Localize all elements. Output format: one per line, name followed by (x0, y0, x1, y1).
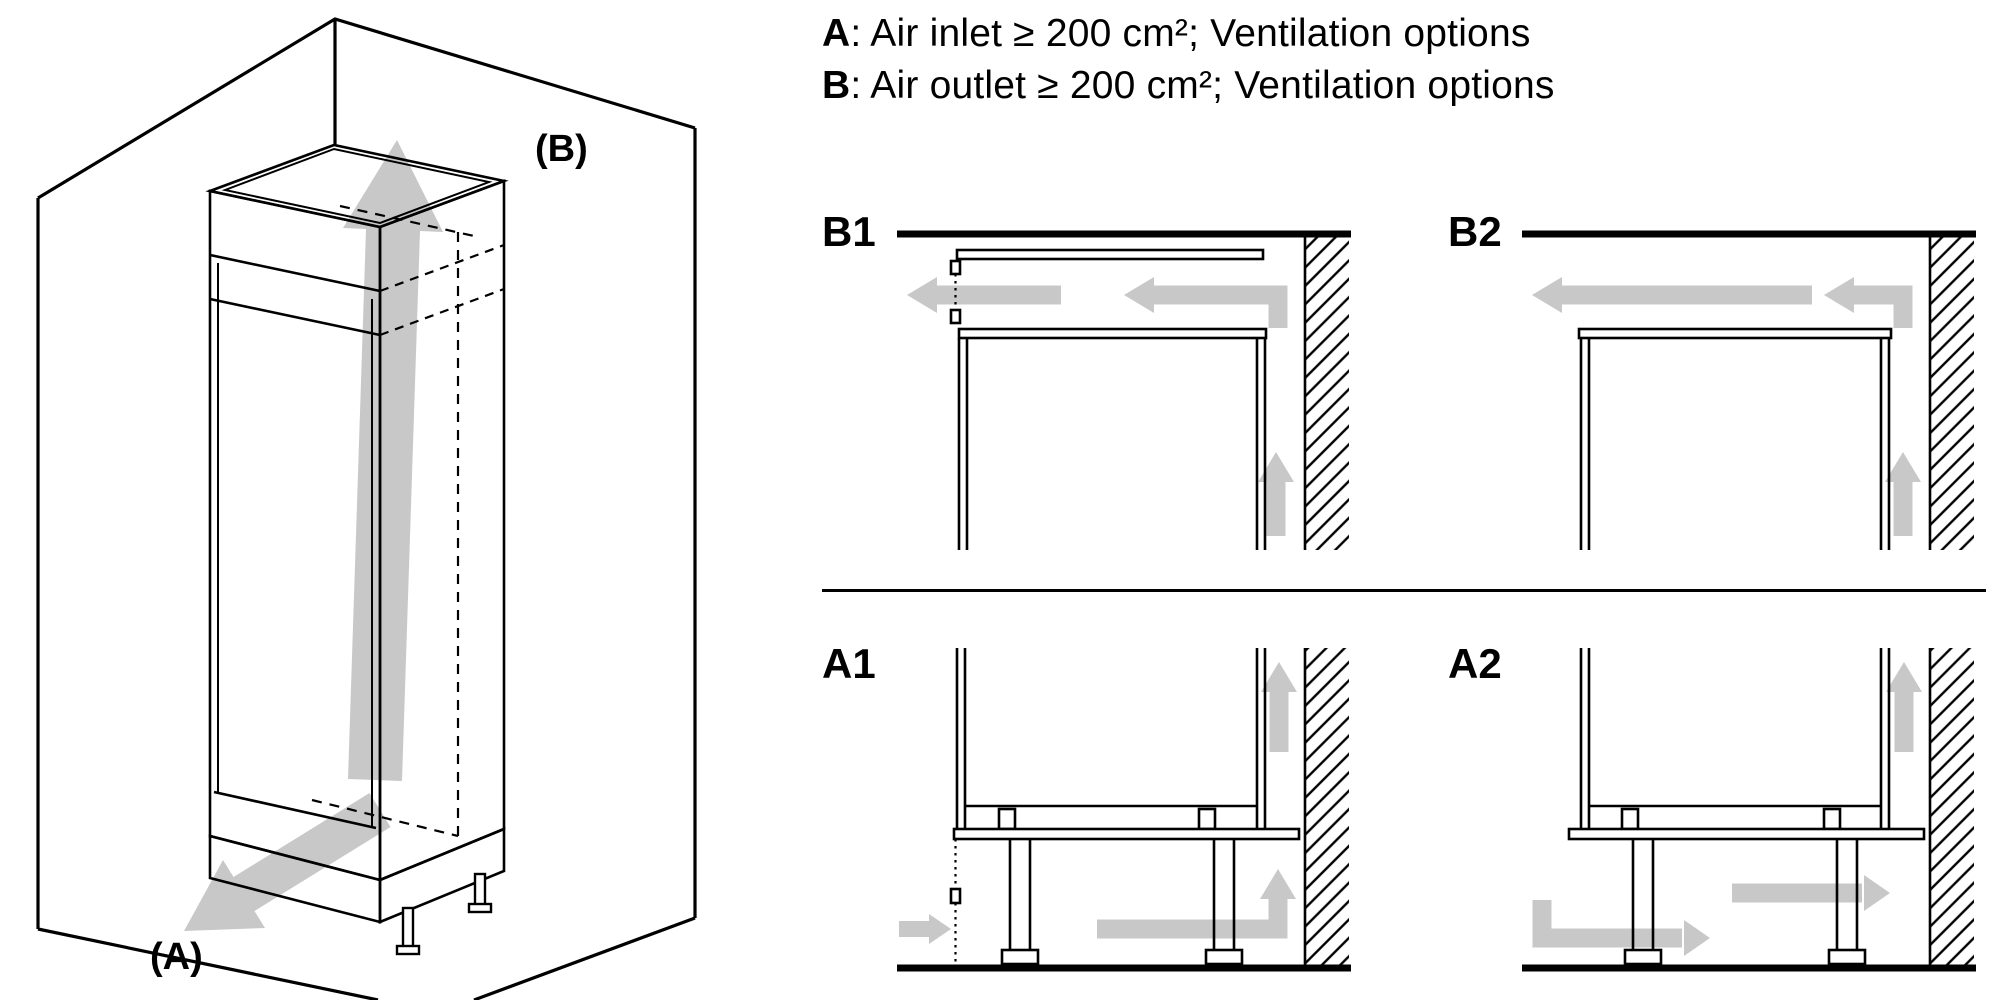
legend-key-a: A (822, 12, 851, 55)
furniture-section (949, 248, 1268, 550)
airflow-arrows (184, 140, 443, 931)
room-walls (36, 17, 697, 1000)
legend-text-b: : Air outlet ≥ 200 cm²; Ventilation opti… (850, 64, 1555, 107)
panel-label-b2: B2 (1448, 208, 1502, 255)
airflow-arrows (1532, 662, 1922, 956)
panel-a1-diagram (897, 648, 1351, 972)
label-air-inlet-a: (A) (150, 936, 203, 978)
air-inlet-arrow-a (184, 793, 391, 931)
airflow-arrows (1532, 277, 1921, 536)
panel-label-a2: A2 (1448, 640, 1502, 687)
wall-section (1303, 237, 1349, 550)
airflow-arrows (899, 662, 1297, 944)
panel-label-a1: A1 (822, 640, 876, 687)
appliance-section (1567, 648, 1926, 966)
wall-section (1928, 648, 1974, 965)
legend-line-air-inlet: A: Air inlet ≥ 200 cm²; Ventilation opti… (822, 12, 1531, 56)
label-air-outlet-b: (B) (535, 128, 588, 170)
section-divider (822, 589, 1986, 592)
adjustable-feet (395, 872, 493, 956)
appliance-section (949, 648, 1301, 966)
panel-b1-diagram (897, 230, 1351, 550)
wall-section (1303, 648, 1349, 965)
furniture-section (1577, 327, 1893, 550)
cabinet-lines (205, 143, 509, 924)
panel-b2-diagram (1522, 230, 1976, 550)
wall-section (1928, 237, 1974, 550)
panel-a2-diagram (1522, 648, 1976, 972)
niche-overview-diagram (36, 17, 697, 1000)
legend-line-air-outlet: B: Air outlet ≥ 200 cm²; Ventilation opt… (822, 64, 1555, 108)
airflow-arrows (907, 277, 1294, 536)
legend-text-a: : Air inlet ≥ 200 cm²; Ventilation optio… (850, 12, 1531, 55)
air-outlet-arrow-b (343, 140, 443, 781)
panel-label-b1: B1 (822, 208, 876, 255)
legend-key-b: B (822, 64, 851, 107)
